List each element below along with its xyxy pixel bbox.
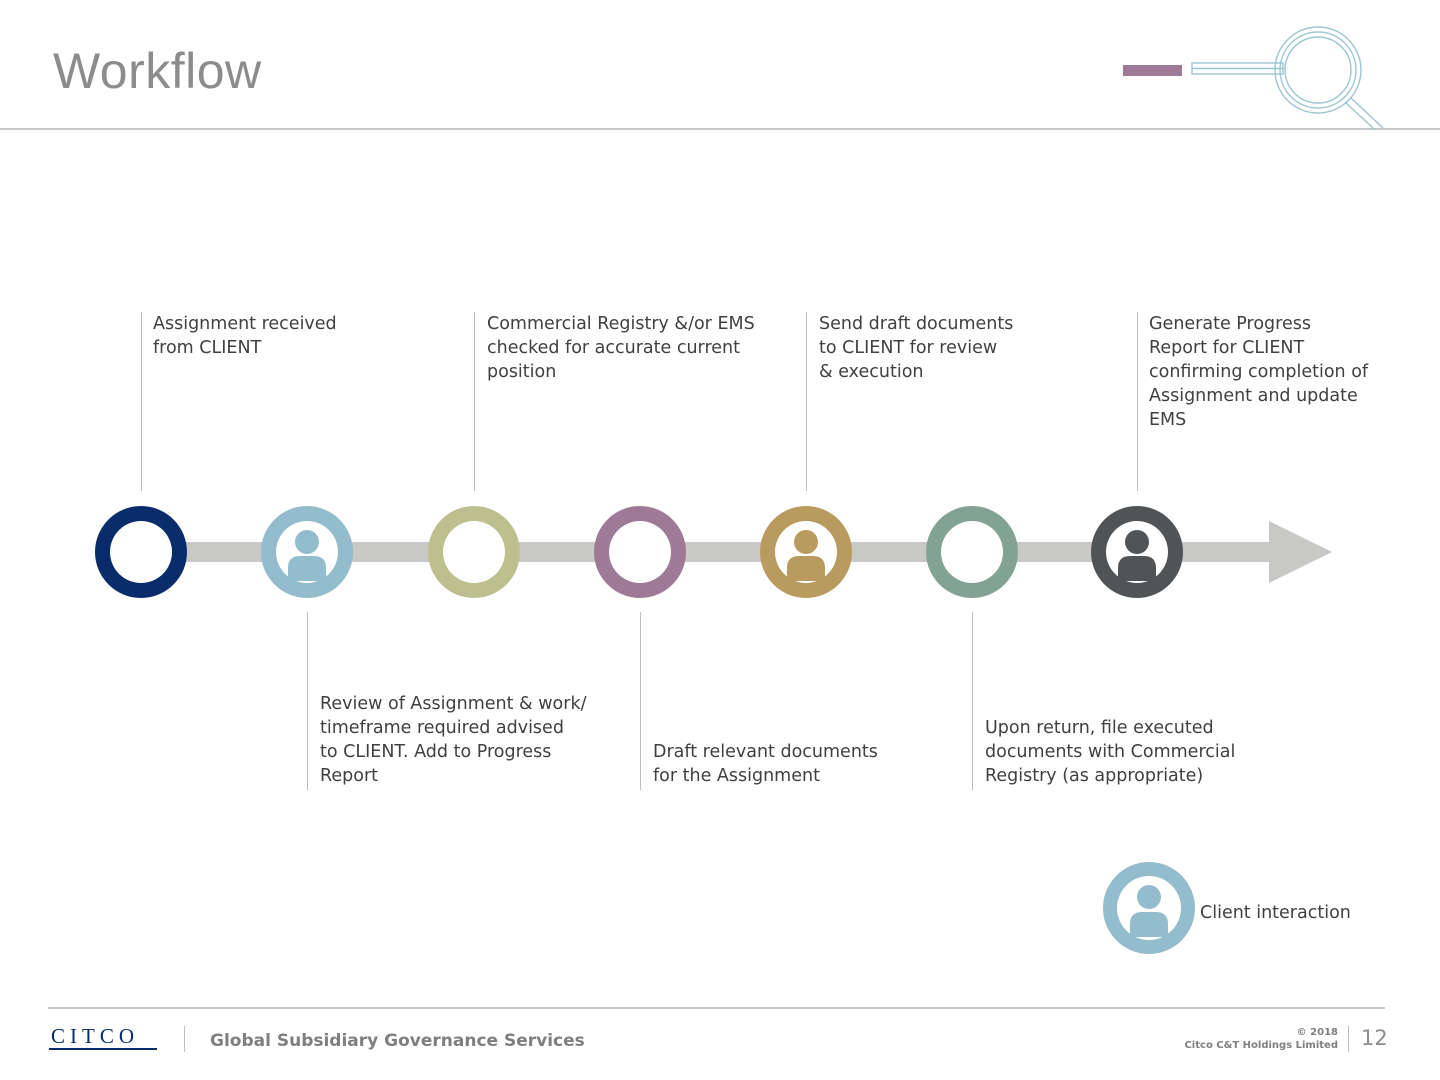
step-description-line: Draft relevant documents [653,742,878,762]
header-accent-bar [1123,65,1182,76]
footer-title: Global Subsidiary Governance Services [210,1031,585,1051]
copyright: © 2018 Citco C&T Holdings Limited [1184,1026,1338,1052]
workflow-timeline [95,506,1332,598]
citco-logo: CITCO [51,1024,139,1048]
step-description-line: to CLIENT. Add to Progress [320,742,552,762]
step-description-line: Generate Progress [1149,314,1311,334]
person-icon-body [288,556,326,581]
step-connector [640,612,641,790]
person-icon-head [295,530,319,554]
header-divider [0,128,1440,130]
step-description-line: Registry (as appropriate) [985,766,1204,786]
page-number: 12 [1361,1026,1388,1050]
step-description-line: Assignment received [153,314,337,334]
step-node [594,506,686,598]
step-connector [141,312,142,491]
step-node-client [1091,506,1183,598]
step-connector [806,312,807,491]
step-description-line: from CLIENT [153,338,262,358]
magnifier-graphic [1191,26,1384,131]
person-icon-head [794,530,818,554]
person-icon-body [1118,556,1156,581]
step-node-center [110,521,172,583]
step-connector [474,312,475,491]
logo-underline [49,1048,157,1050]
copyright-year: © 2018 [1296,1027,1338,1038]
person-icon-head [1125,530,1149,554]
step-description-line: Report for CLIENT [1149,338,1305,358]
step-description-line: Review of Assignment & work/ [320,694,587,714]
step-description-line: & execution [819,362,924,382]
step-description: Send draft documents to CLIENT for review… [819,312,1013,384]
step-description: Review of Assignment & work/timeframe re… [320,692,586,788]
step-description-line: for the Assignment [653,766,820,786]
step-description-line: Commercial Registry &/or EMS [487,314,755,334]
step-connector [307,612,308,790]
step-description-line: timeframe required advised [320,718,564,738]
step-description-line: Upon return, file executed [985,718,1214,738]
step-description-line: Send draft documents [819,314,1014,334]
step-description-line: Assignment and update [1149,386,1358,406]
step-node [95,506,187,598]
step-description: Assignment received from CLIENT [153,312,337,360]
step-description-line: checked for accurate current [487,338,740,358]
step-description-line: EMS [1149,410,1187,430]
timeline-arrow-head [1269,521,1332,583]
step-connector [1137,312,1138,491]
step-node-center [941,521,1003,583]
step-description: Commercial Registry &/or EMS checked for … [487,312,755,384]
step-node [428,506,520,598]
step-node-center [609,521,671,583]
footer-separator [184,1026,185,1052]
copyright-holder: Citco C&T Holdings Limited [1184,1040,1338,1051]
step-description: Upon return, file executed documents with… [985,716,1235,788]
step-node-client [760,506,852,598]
person-icon-body [787,556,825,581]
step-description-line: position [487,362,557,382]
step-description-line: Report [320,766,379,786]
legend-label: Client interaction [1200,903,1351,923]
page-number-separator [1348,1026,1349,1052]
step-connector [972,612,973,790]
step-description-line: documents with Commercial [985,742,1236,762]
step-node-center [443,521,505,583]
step-description-line: to CLIENT for review [819,338,998,358]
step-node [926,506,1018,598]
step-description: Draft relevant documents for the Assignme… [653,740,878,788]
page-title: Workflow [53,43,262,99]
step-description-line: confirming completion of [1149,362,1369,382]
legend-client-icon [1103,862,1195,954]
footer-divider [48,1007,1385,1009]
step-node-client [261,506,353,598]
